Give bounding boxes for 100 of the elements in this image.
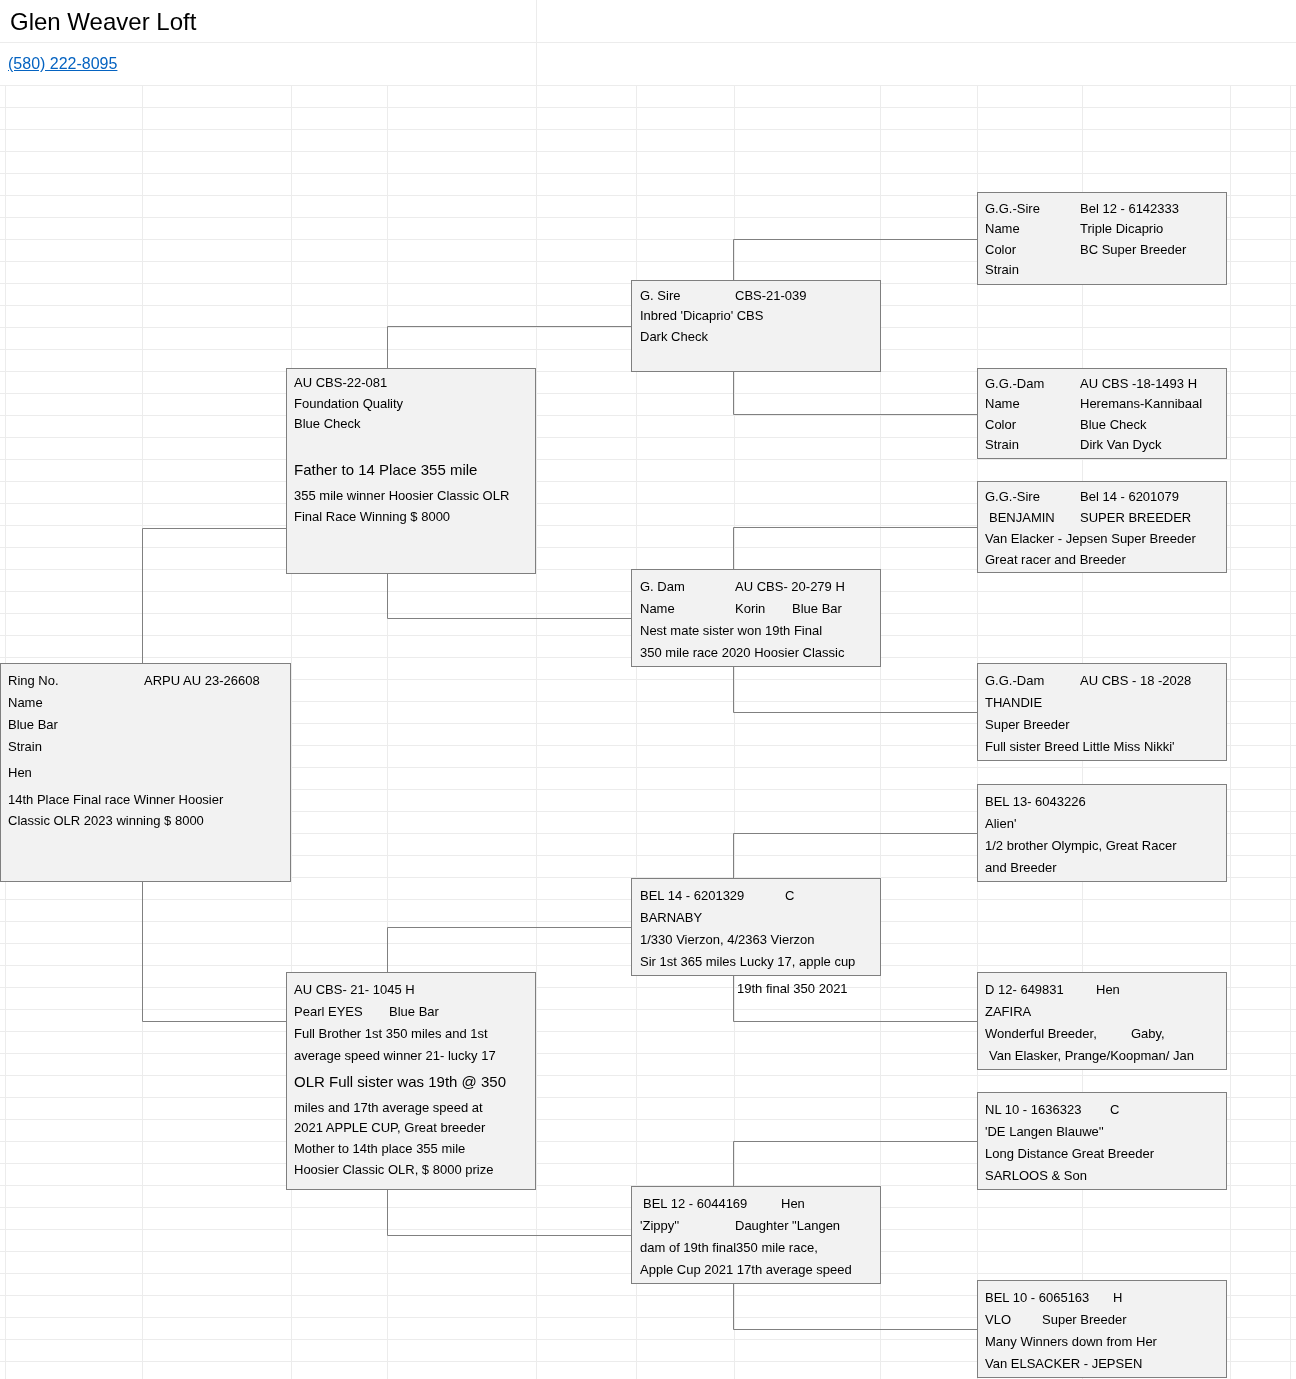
pedigree-card <box>286 972 536 1190</box>
card-text: Bel 14 - 6201079 <box>1080 488 1180 506</box>
card-text: Blue Bar <box>389 1003 439 1021</box>
pedigree-card <box>0 663 291 882</box>
card-text: AU CBS -18-1493 H <box>1080 375 1198 393</box>
card-text: BEL 12 - 6044169 <box>643 1195 748 1213</box>
pedigree-card <box>977 481 1227 573</box>
card-text: G. Sire <box>640 287 681 305</box>
page-title: Glen Weaver Loft <box>10 7 197 37</box>
connector-line <box>387 573 632 619</box>
pedigree-card <box>977 1092 1227 1190</box>
card-text: Wonderful Breeder, <box>985 1025 1097 1043</box>
card-text: BC Super Breeder <box>1080 241 1187 259</box>
connector-line <box>733 371 978 415</box>
card-text: Father to 14 Place 355 mile <box>294 460 478 480</box>
card-text: Dark Check <box>640 328 708 346</box>
card-text: SARLOOS & Son <box>985 1167 1087 1185</box>
pedigree-card <box>631 280 881 372</box>
card-text: Strain <box>985 261 1019 279</box>
connector-line <box>733 1141 978 1187</box>
card-text: BARNABY <box>640 909 703 927</box>
card-text: 'DE Langen Blauwe'' <box>985 1123 1104 1141</box>
card-text: Pearl EYES <box>294 1003 363 1021</box>
card-text: average speed winner 21- lucky 17 <box>294 1047 496 1065</box>
card-text: Blue Check <box>1080 416 1147 434</box>
card-text: 14th Place Final race Winner Hoosier <box>8 791 224 809</box>
connector-line <box>387 927 632 973</box>
card-text: Bel 12 - 6142333 <box>1080 200 1180 218</box>
card-text: Heremans-Kannibaal <box>1080 395 1203 413</box>
card-text: Hoosier Classic OLR, $ 8000 prize <box>294 1161 494 1179</box>
card-text: Van Elasker, Prange/Koopman/ Jan <box>989 1047 1194 1065</box>
card-text: OLR Full sister was 19th @ 350 <box>294 1072 506 1092</box>
card-text: Super Breeder <box>1042 1311 1127 1329</box>
card-text: 1/2 brother Olympic, Great Racer <box>985 837 1177 855</box>
connector-line <box>733 666 978 713</box>
card-text: Blue Bar <box>792 600 842 618</box>
card-text: C <box>1110 1101 1120 1119</box>
card-text: Color <box>985 416 1017 434</box>
card-text: 'Zippy'' <box>640 1217 680 1235</box>
pedigree-card <box>286 368 536 574</box>
card-text: Name <box>640 600 675 618</box>
card-text: Classic OLR 2023 winning $ 8000 <box>8 812 204 830</box>
card-text: AU CBS- 20-279 H <box>735 578 845 596</box>
card-text: AU CBS- 21- 1045 H <box>294 981 415 999</box>
card-text: Dirk Van Dyck <box>1080 436 1162 454</box>
pedigree-card <box>977 192 1227 285</box>
pedigree-card <box>977 368 1227 459</box>
card-text: dam of 19th final350 mile race, <box>640 1239 818 1257</box>
card-text: Alien' <box>985 815 1017 833</box>
card-text: Blue Bar <box>8 716 58 734</box>
connector-line <box>733 239 978 281</box>
card-text: ARPU AU 23-26608 <box>144 672 260 690</box>
card-text: VLO <box>985 1311 1011 1329</box>
card-text: Full Brother 1st 350 miles and 1st <box>294 1025 488 1043</box>
card-text: Nest mate sister won 19th Final <box>640 622 823 640</box>
card-text: H <box>1113 1289 1123 1307</box>
card-text: 1/330 Vierzon, 4/2363 Vierzon <box>640 931 815 949</box>
card-text: C <box>785 887 795 905</box>
connector-line <box>387 326 632 369</box>
card-text: Name <box>985 395 1020 413</box>
card-text: Great racer and Breeder <box>985 551 1126 569</box>
card-text: BEL 13- 6043226 <box>985 793 1086 811</box>
card-text: Triple Dicaprio <box>1080 220 1164 238</box>
card-text: AU CBS-22-081 <box>294 374 388 392</box>
card-text: Long Distance Great Breeder <box>985 1145 1155 1163</box>
pedigree-card <box>977 784 1227 882</box>
card-text: Name <box>985 220 1020 238</box>
card-text: Mother to 14th place 355 mile <box>294 1140 466 1158</box>
card-text: Inbred 'Dicaprio' CBS <box>640 307 764 325</box>
pedigree-card <box>631 569 881 667</box>
card-text: BENJAMIN <box>989 509 1055 527</box>
connector-line <box>387 1189 632 1236</box>
connector-line <box>733 833 978 879</box>
card-text: G.G.-Dam <box>985 375 1045 393</box>
card-text: NL 10 - 1636323 <box>985 1101 1082 1119</box>
card-text: ZAFIRA <box>985 1003 1032 1021</box>
card-text: and Breeder <box>985 859 1057 877</box>
connector-line <box>733 1283 978 1330</box>
card-text: Apple Cup 2021 17th average speed <box>640 1261 852 1279</box>
card-text: G.G.-Dam <box>985 672 1045 690</box>
card-text: Ring No. <box>8 672 59 690</box>
card-text: G. Dam <box>640 578 685 596</box>
card-text: D 12- 649831 <box>985 981 1064 999</box>
connector-line <box>733 527 978 570</box>
card-text: Gaby, <box>1131 1025 1165 1043</box>
card-text: Van Elacker - Jepsen Super Breeder <box>985 530 1196 548</box>
card-text: BEL 10 - 6065163 <box>985 1289 1090 1307</box>
card-text: Blue Check <box>294 415 361 433</box>
card-text: 350 mile race 2020 Hoosier Classic <box>640 644 845 662</box>
connector-line <box>142 881 287 1022</box>
card-text: 355 mile winner Hoosier Classic OLR <box>294 487 510 505</box>
note-text: 19th final 350 2021 <box>737 980 848 998</box>
card-text: Sir 1st 365 miles Lucky 17, apple cup <box>640 953 856 971</box>
pedigree-card <box>631 878 881 976</box>
pedigree-card <box>977 972 1227 1070</box>
phone-link: (580) 222-8095 <box>8 54 118 74</box>
pedigree-card <box>977 1280 1227 1378</box>
card-text: G.G.-Sire <box>985 488 1040 506</box>
card-text: Hen <box>8 764 32 782</box>
card-text: BEL 14 - 6201329 <box>640 887 745 905</box>
